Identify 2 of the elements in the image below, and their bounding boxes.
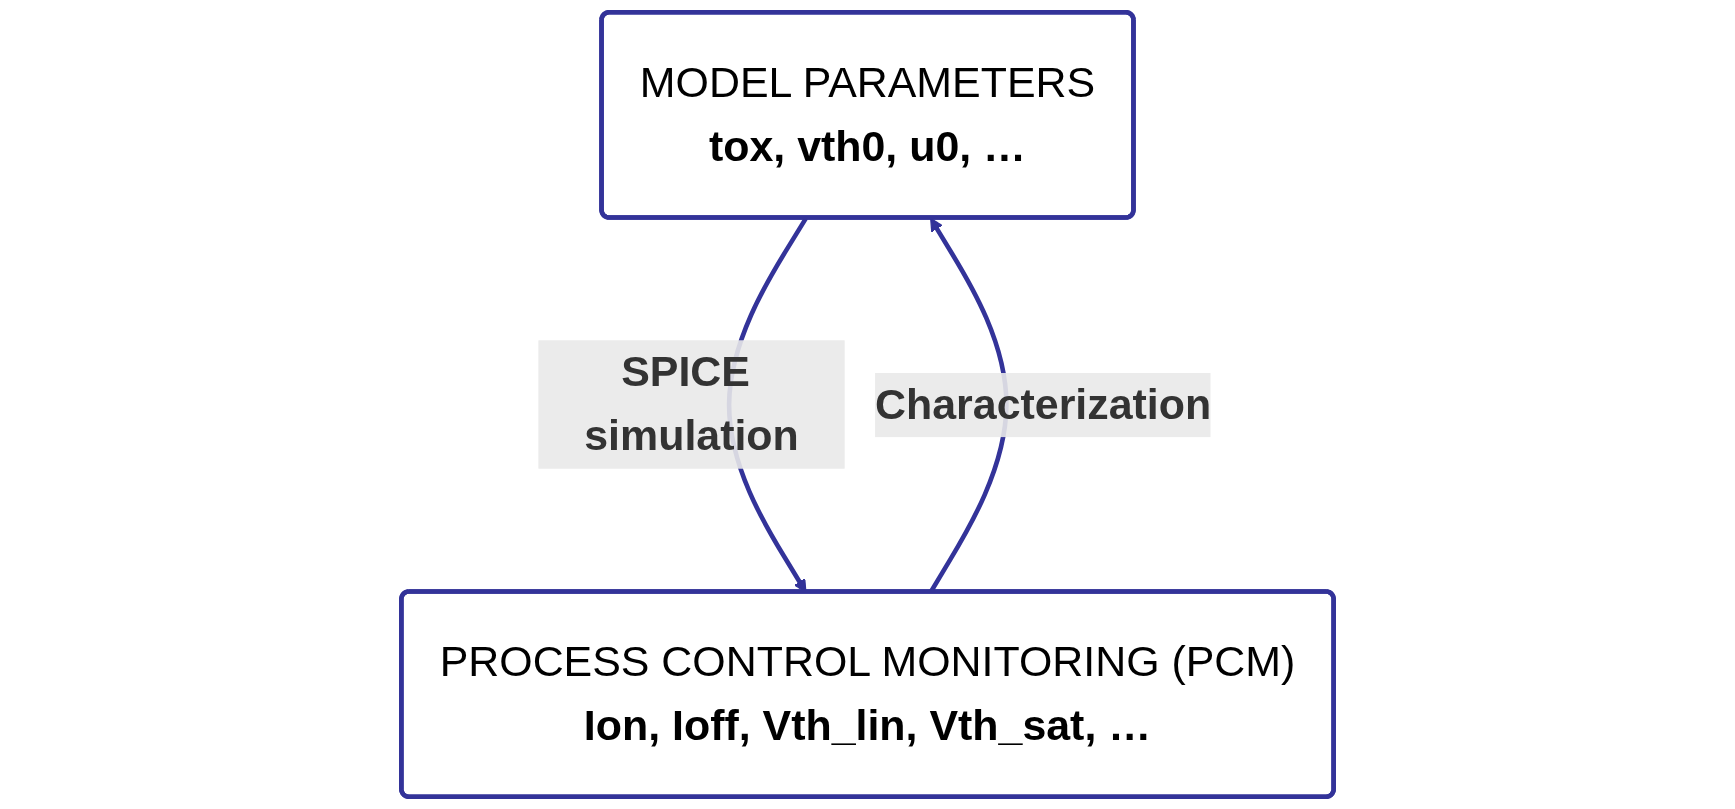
edge-label: SPICE simulation (584, 347, 799, 460)
edge-label: Characterization (875, 380, 1212, 429)
